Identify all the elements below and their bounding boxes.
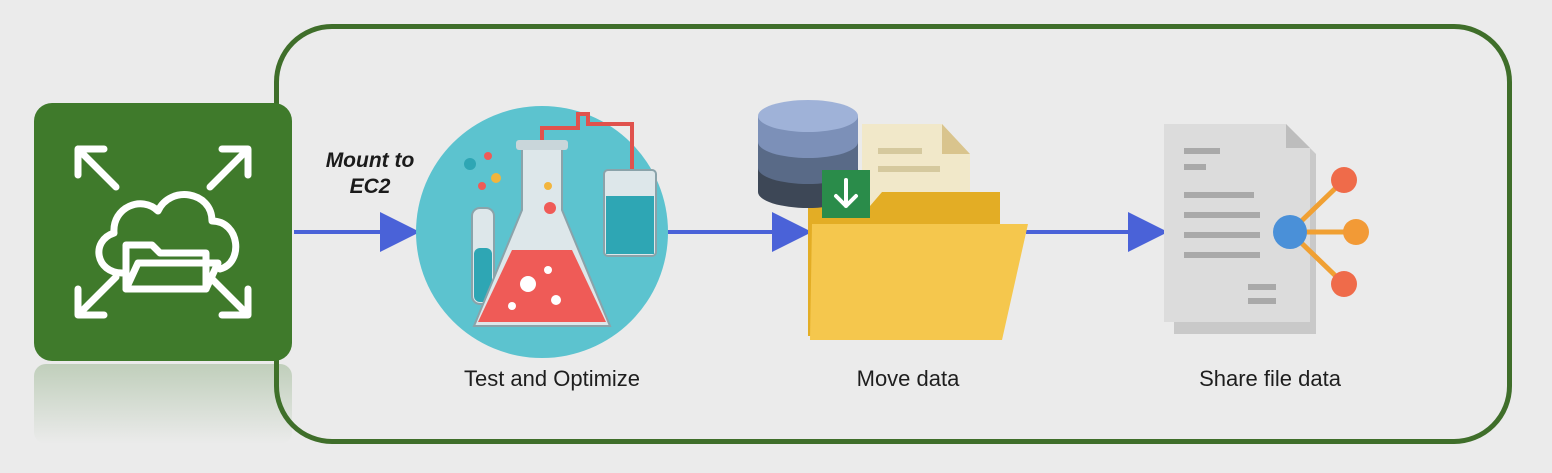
document-share-icon	[1164, 124, 1369, 334]
mount-to-ec2-label: Mount to EC2	[325, 149, 415, 198]
lab-flask-icon	[416, 106, 668, 358]
step-caption-test-optimize: Test and Optimize	[463, 366, 641, 391]
step-caption-move-data: Move data	[856, 366, 960, 391]
efs-tile	[34, 103, 292, 361]
efs-cloud-folder-icon	[74, 145, 252, 319]
database-folder-transfer-icon	[758, 100, 1028, 340]
step-caption-share-file-data: Share file data	[1199, 366, 1341, 391]
tile-reflection	[34, 364, 292, 444]
